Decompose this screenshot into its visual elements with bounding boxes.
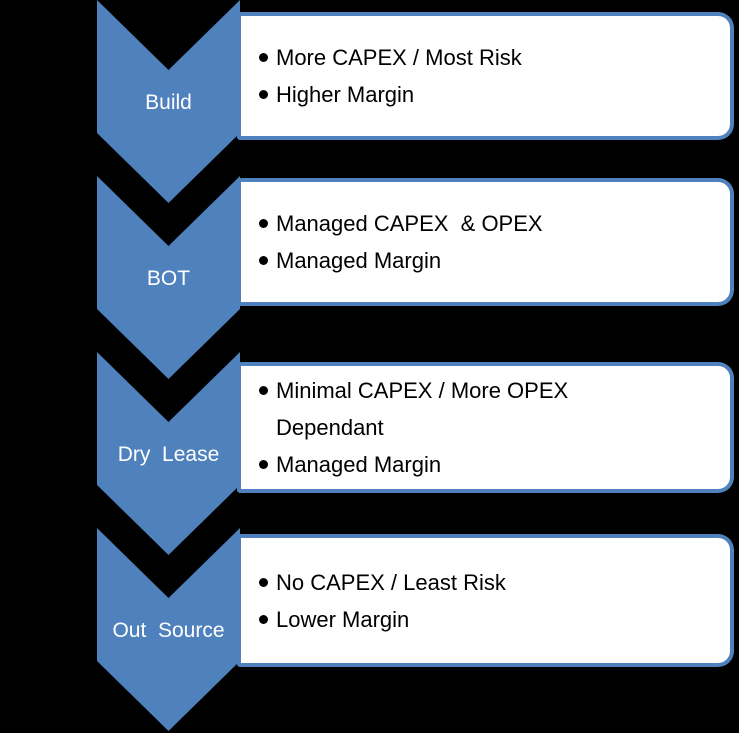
chevron-label: Dry Lease [117,443,220,466]
bullet-icon [259,219,268,228]
bullet-icon [259,460,268,469]
chevron-label: BOT [146,267,191,290]
bullet-icon [259,256,268,265]
list-item: Higher Margin [259,76,660,113]
chevron-build: Build [97,0,240,203]
chevron-dry-lease: Dry Lease [97,352,240,555]
bullet-text: Lower Margin [276,606,410,632]
list-item: Managed CAPEX & OPEX [259,205,660,242]
bullet-text: Managed CAPEX & OPEX [276,211,543,236]
list-item: Lower Margin [259,601,660,638]
list-item: Managed Margin [259,242,660,279]
chevron-label: Build [145,91,192,114]
build-details-box: More CAPEX / Most Risk Higher Margin [237,12,734,140]
bullet-text: Managed Margin [276,452,442,477]
chevron-out-source: Out Source [97,528,240,731]
bullet-text: Higher Margin [276,82,415,107]
chevron-bot: BOT [97,176,240,379]
bot-details-box: Managed CAPEX & OPEX Managed Margin [237,178,734,306]
dry-lease-details-box: Minimal CAPEX / More OPEX Dependant Mana… [237,362,734,493]
bullet-text: Minimal CAPEX / More OPEX Dependant [276,378,575,440]
chevron-label: Out Source [112,619,225,642]
bullet-icon [259,386,268,395]
bullet-text: Managed Margin [276,248,442,273]
bullet-text: More CAPEX / Most Risk [276,45,522,70]
list-item: Managed Margin [259,446,660,483]
list-item: More CAPEX / Most Risk [259,39,660,76]
out-source-details-box: No CAPEX / Least Risk Lower Margin [237,534,734,667]
bullet-text: No CAPEX / Least Risk [276,569,506,595]
list-item: No CAPEX / Least Risk [259,564,660,601]
bullet-icon [259,90,268,99]
bullet-icon [259,614,268,624]
bullet-icon [259,577,268,587]
bullet-icon [259,53,268,62]
list-item: Minimal CAPEX / More OPEX Dependant [259,372,660,446]
